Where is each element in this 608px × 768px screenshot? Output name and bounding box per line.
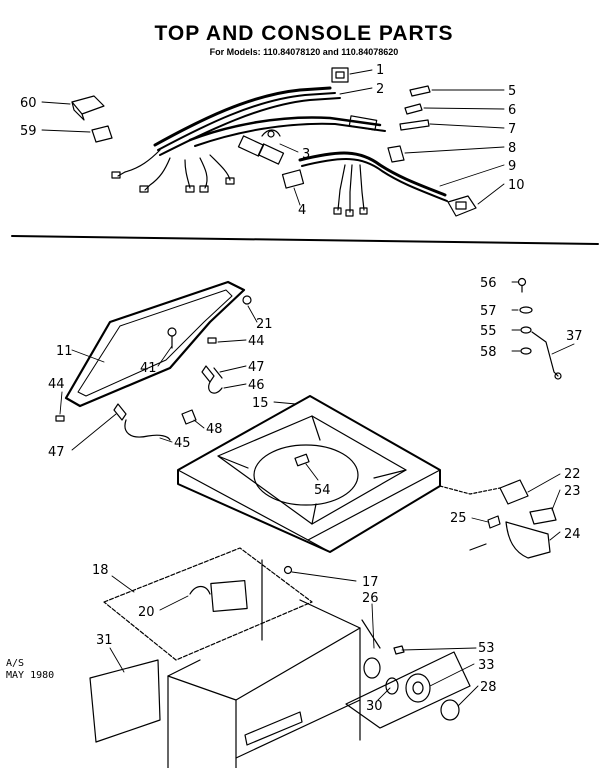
callout-23: 23 xyxy=(564,484,581,499)
callout-labels: 1 2 3 4 5 6 7 8 9 10 60 59 11 41 21 44 4… xyxy=(20,63,583,714)
part-25-clip xyxy=(487,515,501,529)
callout-56: 56 xyxy=(480,276,497,291)
part-56-bolt xyxy=(517,277,527,293)
callout-10: 10 xyxy=(508,178,525,193)
part-3-clip xyxy=(261,129,281,138)
part-59-block xyxy=(91,125,113,143)
part-57-washer xyxy=(519,306,533,314)
callout-44-left: 44 xyxy=(48,377,65,392)
part-53-clip xyxy=(393,645,405,655)
part-28-knob xyxy=(440,699,460,721)
part-11-console-frame xyxy=(64,280,246,408)
part-30-knob xyxy=(363,657,399,695)
callout-41: 41 xyxy=(140,361,157,376)
part-46-hinge xyxy=(208,381,223,394)
part-8-bracket xyxy=(387,145,405,163)
part-24-cover xyxy=(505,521,551,559)
callout-21: 21 xyxy=(256,317,273,332)
callout-57: 57 xyxy=(480,304,497,319)
callout-1: 1 xyxy=(376,63,384,78)
part-18-panel xyxy=(103,547,313,661)
top-leader-lines xyxy=(41,69,505,206)
part-45-wire-guide xyxy=(124,419,171,441)
part-58-nut xyxy=(520,347,532,355)
callout-46: 46 xyxy=(248,378,265,393)
part-22-switch xyxy=(499,479,529,505)
part-4-switch xyxy=(281,169,305,189)
part-5-clip xyxy=(409,85,431,97)
part-31-plate xyxy=(89,659,161,743)
part-15-top-panel xyxy=(177,395,441,553)
callout-2: 2 xyxy=(376,82,384,97)
part-21-nut xyxy=(242,295,252,305)
callout-33: 33 xyxy=(478,658,495,673)
part-20-timer xyxy=(189,579,248,613)
callout-17: 17 xyxy=(362,575,379,590)
note-line-2: MAY 1980 xyxy=(6,670,55,681)
model-subtitle: For Models: 110.84078120 and 110.8407862… xyxy=(209,47,399,57)
callout-7: 7 xyxy=(508,122,516,137)
section-divider xyxy=(11,235,599,245)
callout-9: 9 xyxy=(508,159,516,174)
callout-4: 4 xyxy=(298,203,306,218)
callout-3: 3 xyxy=(302,147,310,162)
callout-60: 60 xyxy=(20,96,37,111)
part-47-clip-left xyxy=(113,403,127,421)
part-44-screw-right xyxy=(207,337,217,344)
part-10-connector xyxy=(447,195,477,217)
callout-30: 30 xyxy=(366,699,383,714)
callout-31: 31 xyxy=(96,633,113,648)
part-7-clip xyxy=(399,119,430,131)
part-37-rod xyxy=(531,331,562,380)
callout-24: 24 xyxy=(564,527,581,542)
part-60-block xyxy=(71,95,105,121)
callout-45: 45 xyxy=(174,436,191,451)
part-6-clip xyxy=(404,103,423,115)
part-33-dial xyxy=(405,673,431,703)
lid-switch-assembly xyxy=(439,479,557,559)
part-54-plug xyxy=(294,453,310,467)
callout-58: 58 xyxy=(480,345,497,360)
callout-15: 15 xyxy=(252,396,269,411)
callout-37: 37 xyxy=(566,329,583,344)
lid-opening xyxy=(253,444,359,506)
note-line-1: A/S xyxy=(6,658,25,669)
callout-6: 6 xyxy=(508,103,516,118)
part-55-nut xyxy=(520,326,532,334)
part-1-connector xyxy=(331,67,349,83)
callout-5: 5 xyxy=(508,84,516,99)
part-47-clip-right xyxy=(201,365,223,383)
knob-group-outline xyxy=(345,651,471,729)
console-window xyxy=(244,711,303,746)
part-41-screw xyxy=(167,327,177,349)
callout-25: 25 xyxy=(450,511,467,526)
callout-11: 11 xyxy=(56,344,73,359)
page-title: TOP AND CONSOLE PARTS xyxy=(154,22,454,45)
callout-20: 20 xyxy=(138,605,155,620)
callout-44-right: 44 xyxy=(248,334,265,349)
part-26-panel-edge xyxy=(261,559,381,649)
callout-28: 28 xyxy=(480,680,497,695)
callout-47-right: 47 xyxy=(248,360,265,375)
bottom-leader-lines xyxy=(59,281,575,707)
wiring-harness xyxy=(111,86,448,217)
callout-18: 18 xyxy=(92,563,109,578)
callout-48: 48 xyxy=(206,422,223,437)
callout-47-left: 47 xyxy=(48,445,65,460)
callout-8: 8 xyxy=(508,141,516,156)
callout-53: 53 xyxy=(478,641,495,656)
part-44-screw-left xyxy=(55,415,65,422)
callout-22: 22 xyxy=(564,467,581,482)
part-17-screw xyxy=(283,565,293,575)
callout-55: 55 xyxy=(480,324,497,339)
part-23-bracket xyxy=(529,507,557,525)
callout-54: 54 xyxy=(314,483,331,498)
console-housing xyxy=(167,599,361,768)
callout-26: 26 xyxy=(362,591,379,606)
part-25-screw xyxy=(469,543,487,551)
callout-59: 59 xyxy=(20,124,37,139)
part-48-clip xyxy=(181,409,197,425)
